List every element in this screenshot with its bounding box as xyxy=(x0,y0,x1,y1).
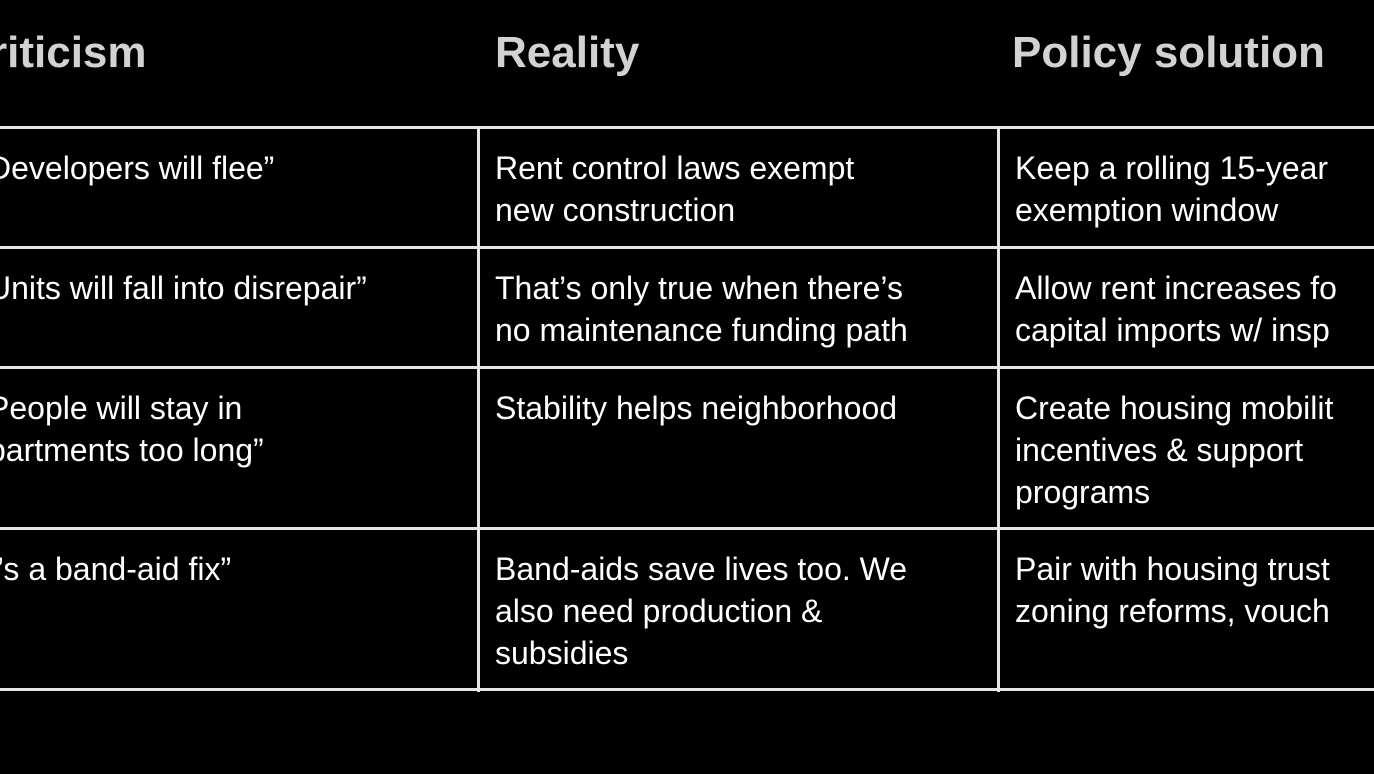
table-cell-reality: That’s only true when there’s no mainten… xyxy=(495,270,908,348)
table-divider xyxy=(0,246,1374,249)
table-cell-policy: Pair with housing trust zoning reforms, … xyxy=(1015,551,1330,629)
table-cell-criticism: Units will fall into disrepair” xyxy=(0,270,367,306)
table-divider xyxy=(0,366,1374,369)
table-cell-policy: Allow rent increases fo capital imports … xyxy=(1015,270,1337,348)
column-divider xyxy=(997,127,1000,692)
header-reality: Reality xyxy=(495,28,640,77)
table-cell-reality: Band-aids save lives too. We also need p… xyxy=(495,551,908,671)
table-divider xyxy=(0,126,1374,129)
table-cell-criticism: t’s a band-aid fix” xyxy=(0,551,232,587)
header-criticism: riticism xyxy=(0,28,147,77)
table-divider xyxy=(0,688,1374,691)
table-cell-criticism: People will stay in partments too long” xyxy=(0,390,264,468)
table-cell-policy: Create housing mobilit incentives & supp… xyxy=(1015,390,1334,510)
header-policy-solution: Policy solution xyxy=(1012,28,1325,77)
table-cell-criticism: Developers will flee” xyxy=(0,150,275,186)
column-divider xyxy=(477,127,480,692)
table-divider xyxy=(0,527,1374,530)
table-cell-reality: Rent control laws exempt new constructio… xyxy=(495,150,855,228)
table-cell-reality: Stability helps neighborhood xyxy=(495,390,898,426)
table-cell-policy: Keep a rolling 15-year exemption window xyxy=(1015,150,1329,228)
